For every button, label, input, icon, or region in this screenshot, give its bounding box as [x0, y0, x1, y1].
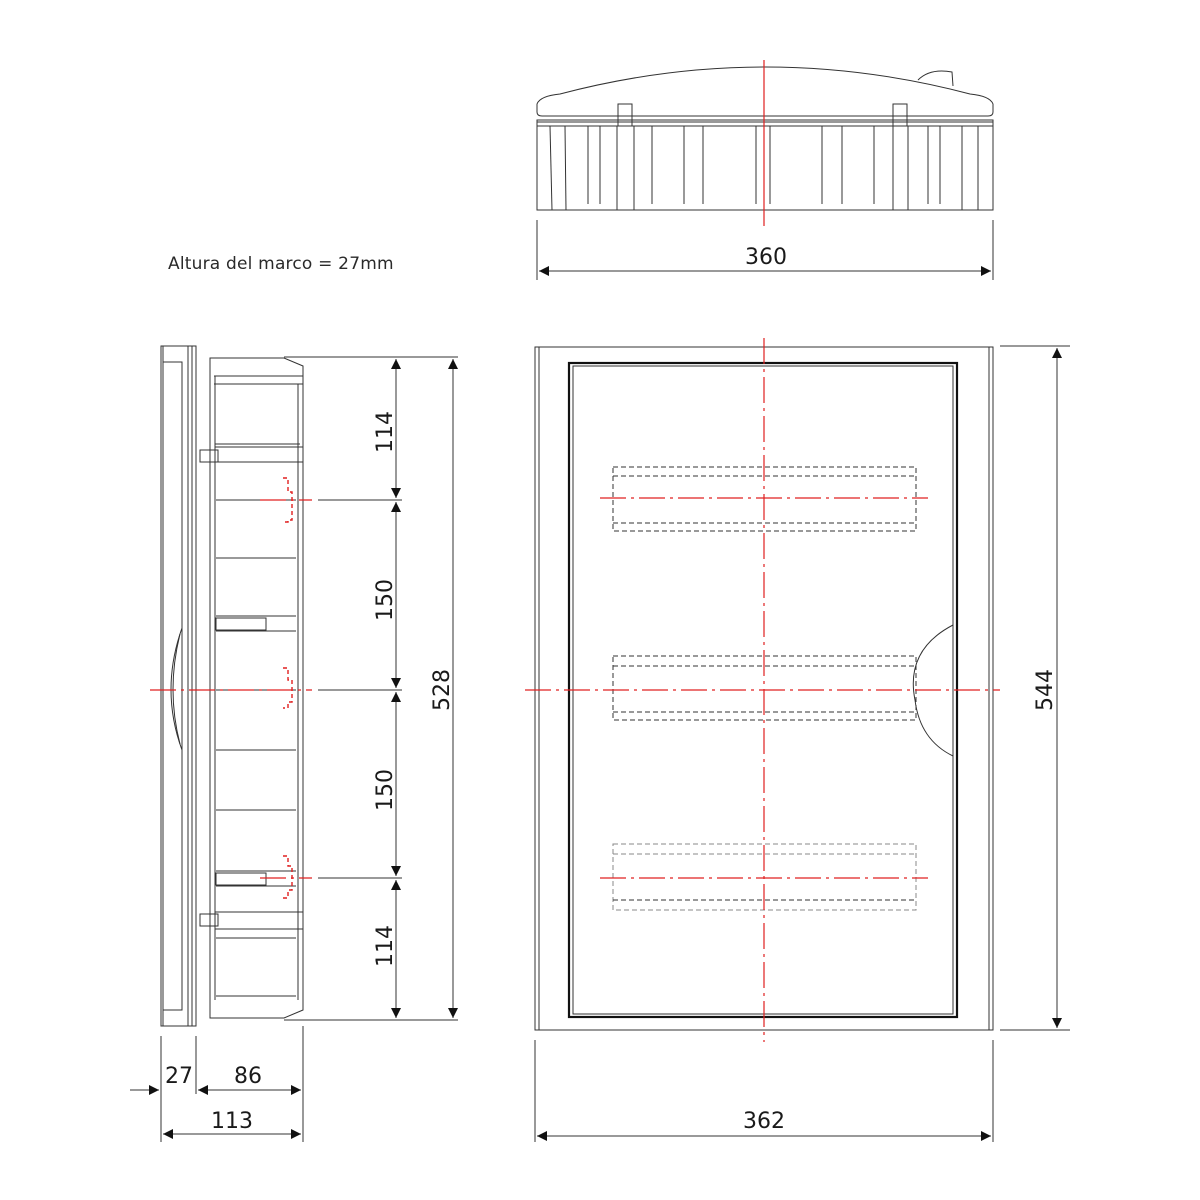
- front-height-dimension: 544: [1033, 669, 1058, 711]
- top-view: 360: [536, 60, 994, 280]
- total-depth-dimension: 113: [211, 1109, 253, 1134]
- frame-depth-dimension: 27: [165, 1064, 193, 1089]
- front-width-dimension: 362: [743, 1109, 785, 1134]
- segment-dim-2: 150: [373, 579, 398, 621]
- din-rail-2: [612, 655, 917, 721]
- frame-height-note: Altura del marco = 27mm: [168, 254, 394, 274]
- top-view-width-dimension: 360: [745, 245, 787, 270]
- segment-dim-1: 114: [373, 411, 398, 453]
- front-view: 544 362: [525, 338, 1070, 1142]
- side-total-height-dimension: 528: [430, 669, 455, 711]
- din-rail-1: [612, 466, 917, 532]
- side-view: 114 150 150 114 528 27 86 113: [130, 345, 458, 1142]
- segment-dim-3: 150: [373, 769, 398, 811]
- top-view-ribs: [549, 125, 979, 211]
- segment-dim-4: 114: [373, 925, 398, 967]
- box-depth-dimension: 86: [234, 1064, 262, 1089]
